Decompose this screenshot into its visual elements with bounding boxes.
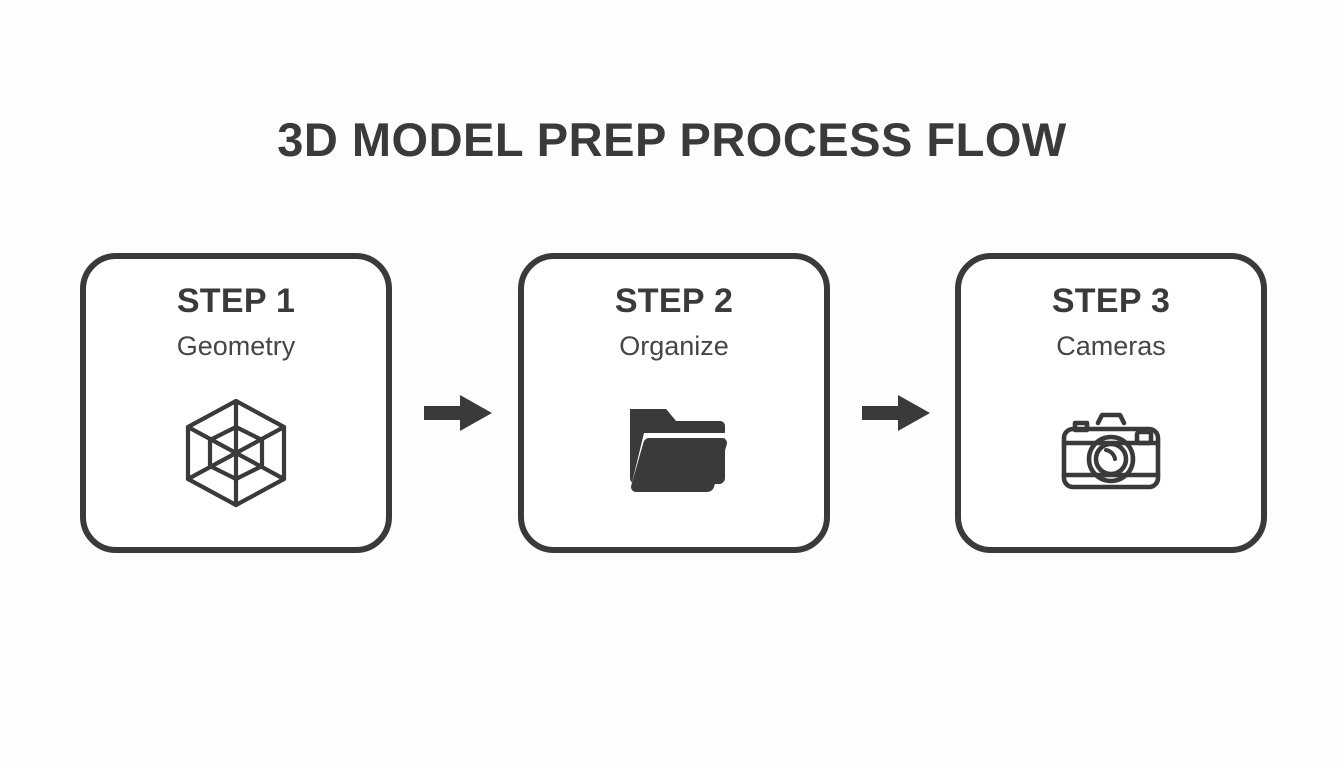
step-card-2-step-label: STEP 2 (614, 282, 734, 320)
process-flow: STEP 1 Geometry (0, 253, 1344, 553)
wireframe-cube-icon (176, 393, 296, 513)
flow-arrow-2 (862, 393, 932, 433)
step-card-3-name: Cameras (1056, 331, 1166, 361)
camera-icon (1051, 393, 1171, 513)
step-card-1-step-label: STEP 1 (176, 282, 296, 320)
step-card-3-step-label: STEP 3 (1051, 282, 1171, 320)
flow-arrow-1 (424, 393, 494, 433)
step-card-2-name: Organize (619, 331, 729, 361)
step-card-1-name: Geometry (176, 331, 296, 361)
step-card-3[interactable]: STEP 3 Cameras (955, 253, 1267, 553)
step-card-1[interactable]: STEP 1 Geometry (80, 253, 392, 553)
step-card-2[interactable]: STEP 2 Organize (518, 253, 830, 553)
folder-icon (614, 393, 734, 513)
page-title: 3D MODEL PREP PROCESS FLOW (277, 113, 1067, 166)
